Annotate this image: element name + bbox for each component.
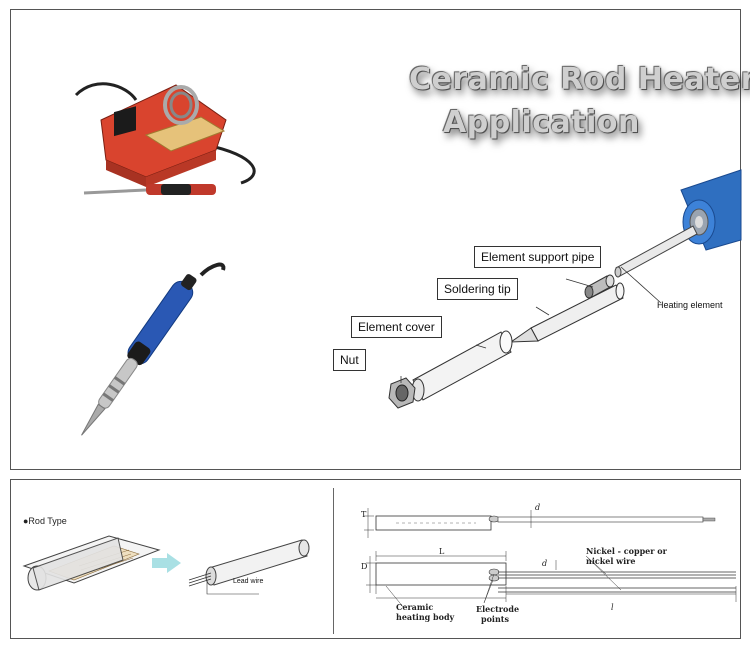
soldering-station-image (74, 82, 256, 195)
dim-d-label: D (361, 562, 368, 571)
soldering-iron-image (81, 262, 226, 436)
label-nut: Nut (333, 349, 366, 371)
label-element-support-pipe: Element support pipe (474, 246, 602, 268)
dim-l-label: L (439, 547, 445, 556)
diagram-title-line-2: Application (443, 105, 640, 140)
electrode-points-label-line-2: points (481, 614, 509, 624)
nickel-wire-label-line-2: nickel wire (586, 556, 636, 566)
rod-type-illustration (22, 535, 310, 595)
dim-d-small-top-label: d (535, 503, 541, 512)
electrode-points-label-line-1: Electrode (476, 604, 520, 614)
application-panel: Ceramic Rod Heater Application (10, 9, 750, 470)
lead-wire-label: Lead wire (233, 578, 264, 585)
rod-type-heading: ●Rod Type (23, 516, 67, 526)
heating-element-rod (615, 225, 698, 277)
dim-t-label: T (361, 510, 367, 519)
soldering-tip-part (509, 282, 625, 343)
dim-d-small-bottom-label: d (542, 559, 548, 568)
element-cover-part (411, 330, 513, 402)
label-soldering-tip: Soldering tip (437, 278, 518, 300)
nut-part (388, 377, 416, 409)
dimension-drawing (364, 508, 737, 609)
label-heating-element: Heating element (657, 300, 723, 310)
panel-divider (333, 488, 334, 634)
exploded-assembly-drawing (388, 169, 742, 409)
ceramic-body-label-line-1: Ceramic (396, 602, 434, 612)
nickel-wire-label-line-1: Nickel - copper or (586, 546, 667, 556)
ceramic-body-label-line-2: heating body (396, 612, 455, 622)
diagram-title-line-1: Ceramic Rod Heater (409, 62, 750, 97)
rod-type-panel: ●Rod Type Lead wire (10, 479, 741, 639)
dim-l-small-label: l (611, 603, 614, 612)
label-element-cover: Element cover (351, 316, 442, 338)
